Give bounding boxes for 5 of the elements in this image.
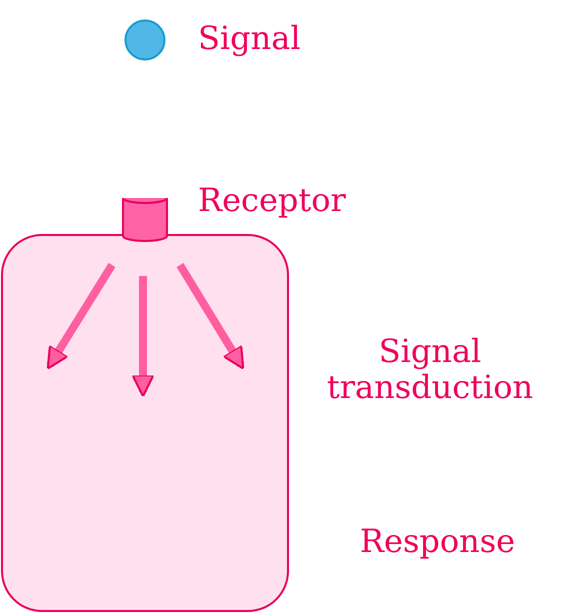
node-caption: Receptor	[198, 182, 346, 218]
stage-label: Signal transduction	[326, 333, 534, 405]
stage-label: Response	[358, 523, 516, 559]
cell-body	[1, 234, 289, 612]
node-caption: Signal	[198, 20, 301, 56]
